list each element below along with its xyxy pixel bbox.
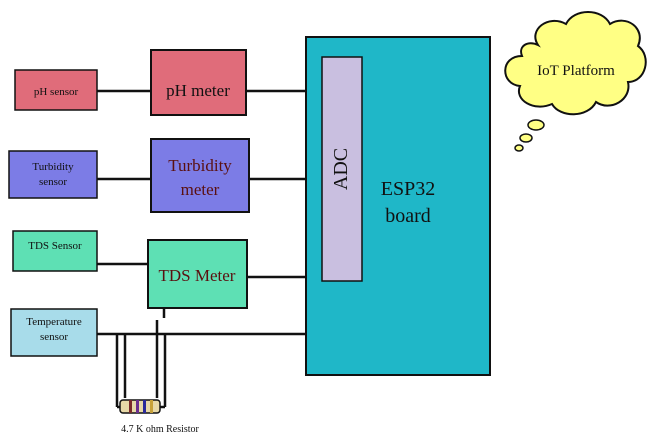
- cloud-label: IoT Platform: [537, 63, 615, 79]
- tds-sensor-label: TDS Sensor: [28, 240, 82, 252]
- iot-cloud: [504, 11, 647, 152]
- turbidity-sensor-box: [8, 150, 98, 199]
- temperature-sensor-label-line1: Temperature: [26, 316, 82, 328]
- tds-meter-label: TDS Meter: [159, 266, 236, 285]
- resistor-band-2: [136, 400, 139, 413]
- board-name-line1: ESP32: [381, 178, 435, 200]
- adc-block: [321, 56, 363, 282]
- temperature-sensor-box: [10, 308, 98, 357]
- cloud-bubble-small: [514, 144, 524, 152]
- temperature-sensor-label-line2: sensor: [40, 331, 68, 343]
- cloud-bubble-medium: [519, 133, 533, 143]
- cloud-bubble-large: [527, 119, 545, 131]
- turbidity-sensor-label-line1: Turbidity: [32, 161, 74, 173]
- resistor-body: [119, 399, 161, 414]
- ph-meter-box: [150, 49, 247, 116]
- resistor-band-4: [150, 400, 153, 413]
- tds-meter-box: [147, 239, 248, 309]
- ph-meter-label: pH meter: [166, 81, 230, 100]
- adc-label: ADC: [330, 148, 352, 190]
- ph-sensor-label: pH sensor: [34, 86, 79, 98]
- resistor-band-3: [143, 400, 146, 413]
- resistor-component: [119, 399, 161, 414]
- resistor-label: 4.7 K ohm Resistor: [121, 424, 199, 434]
- turbidity-meter-label-line2: meter: [181, 180, 220, 199]
- turbidity-meter-box: [150, 138, 250, 213]
- board-name-line2: board: [385, 205, 431, 227]
- ph-sensor-box: [14, 69, 98, 111]
- cloud-shape: [504, 11, 647, 116]
- turbidity-sensor-label-line2: sensor: [39, 176, 67, 188]
- tds-sensor-box: [12, 230, 98, 272]
- resistor-band-1: [129, 400, 132, 413]
- turbidity-meter-label-line1: Turbidity: [168, 156, 232, 175]
- connector-lines: [97, 89, 320, 409]
